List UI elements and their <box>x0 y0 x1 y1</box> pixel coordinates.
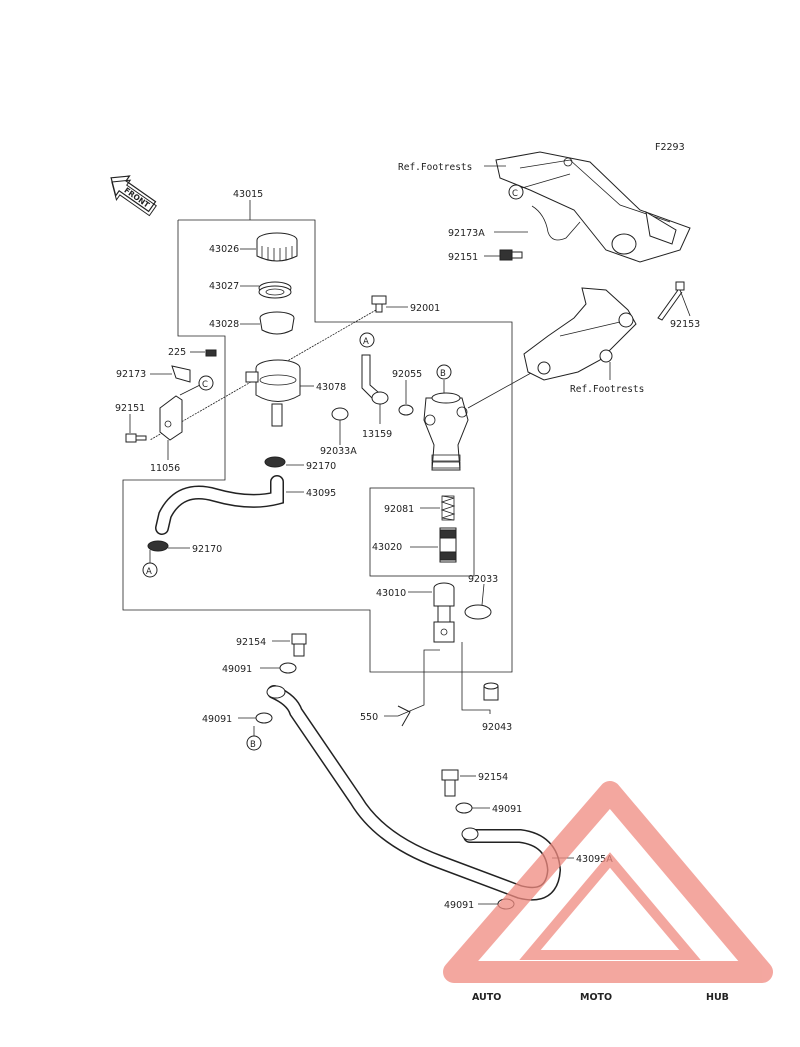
label-43010: 43010 <box>376 588 406 599</box>
svg-text:C: C <box>512 189 518 199</box>
piston-43020 <box>439 527 457 563</box>
washer-49091-a <box>279 662 297 674</box>
spring-92081 <box>440 495 456 521</box>
label-92001: 92001 <box>410 303 440 314</box>
reservoir-cap <box>256 232 298 262</box>
screw-92151-left <box>125 433 147 443</box>
reservoir-body <box>245 359 301 427</box>
label-11056: 11056 <box>150 463 180 474</box>
footrest-bracket-top <box>495 151 691 263</box>
label-43095: 43095 <box>306 488 336 499</box>
watermark-auto: AUTO <box>472 992 501 1003</box>
front-arrow-icon: FRONT <box>110 175 157 217</box>
screw-225 <box>205 349 217 357</box>
reservoir-plate <box>258 281 292 299</box>
watermark-triangle-icon <box>443 781 773 983</box>
ref-footrests-top: Ref.Footrests <box>398 162 472 173</box>
label-92055: 92055 <box>392 369 422 380</box>
callout-a-lower <box>142 562 158 578</box>
label-92170-lower: 92170 <box>192 544 222 555</box>
label-92081: 92081 <box>384 504 414 515</box>
label-43020: 43020 <box>372 542 402 553</box>
label-92170-upper: 92170 <box>306 461 336 472</box>
subgroup-outline <box>369 487 475 577</box>
circlip-92033 <box>464 604 492 620</box>
label-43028: 43028 <box>209 319 239 330</box>
label-92033: 92033 <box>468 574 498 585</box>
clamp-92170-lower <box>147 540 169 552</box>
bolt-92153 <box>657 281 685 321</box>
label-43095A: 43095A <box>576 854 613 865</box>
bolt-92001 <box>371 295 387 313</box>
label-92154-lower: 92154 <box>478 772 508 783</box>
callout-b-upper <box>436 364 452 380</box>
assembly-outline <box>122 219 513 673</box>
label-225: 225 <box>168 347 186 358</box>
ref-footrests-mid: Ref.Footrests <box>570 384 644 395</box>
callout-c-left <box>198 375 214 391</box>
label-43026: 43026 <box>209 244 239 255</box>
svg-text:B: B <box>440 369 446 379</box>
washer-49091-c <box>455 802 473 814</box>
label-550: 550 <box>360 712 378 723</box>
label-92153: 92153 <box>670 319 700 330</box>
svg-text:C: C <box>202 380 208 390</box>
watermark-moto: MOTO <box>580 992 612 1003</box>
bolt-92043 <box>483 682 499 701</box>
label-49091-d: 49091 <box>444 900 474 911</box>
svg-text:A: A <box>146 567 152 577</box>
banjo-bolt-92154-upper <box>291 633 307 657</box>
label-49091-a: 49091 <box>222 664 252 675</box>
clip-92173A <box>531 205 581 241</box>
label-43078: 43078 <box>316 382 346 393</box>
fitting-13159 <box>361 354 389 405</box>
pin-550 <box>397 705 411 727</box>
figure-code: F2293 <box>655 142 685 153</box>
svg-text:B: B <box>250 740 256 750</box>
label-13159: 13159 <box>362 429 392 440</box>
label-92033A: 92033A <box>320 446 357 457</box>
callout-a-upper <box>359 332 375 348</box>
washer-49091-b <box>255 712 273 724</box>
reservoir-diaphragm <box>259 311 295 335</box>
callout-b-lower <box>246 735 262 751</box>
watermark-inner-icon <box>519 852 701 960</box>
label-92151-right: 92151 <box>448 252 478 263</box>
pushrod-43010 <box>433 582 455 643</box>
label-43027: 43027 <box>209 281 239 292</box>
label-49091-c: 49091 <box>492 804 522 815</box>
clamp-92173 <box>171 365 191 383</box>
bracket-11056 <box>159 395 183 441</box>
watermark-logo <box>443 781 773 983</box>
ring-92033A <box>331 407 349 421</box>
label-92154-upper: 92154 <box>236 637 266 648</box>
label-92173: 92173 <box>116 369 146 380</box>
master-cylinder-body <box>423 392 469 471</box>
label-92043: 92043 <box>482 722 512 733</box>
label-43015: 43015 <box>233 189 263 200</box>
label-92173A: 92173A <box>448 228 485 239</box>
watermark-hub: HUB <box>706 992 729 1003</box>
footrest-bracket-mid <box>523 287 637 381</box>
banjo-bolt-92154-lower <box>441 769 459 797</box>
clamp-92170-upper <box>264 456 286 468</box>
label-92151-left: 92151 <box>115 403 145 414</box>
label-49091-b: 49091 <box>202 714 232 725</box>
callout-c-right <box>508 184 524 200</box>
screw-92151-right <box>499 249 523 261</box>
oring-92055 <box>398 404 414 416</box>
svg-text:A: A <box>363 337 369 347</box>
